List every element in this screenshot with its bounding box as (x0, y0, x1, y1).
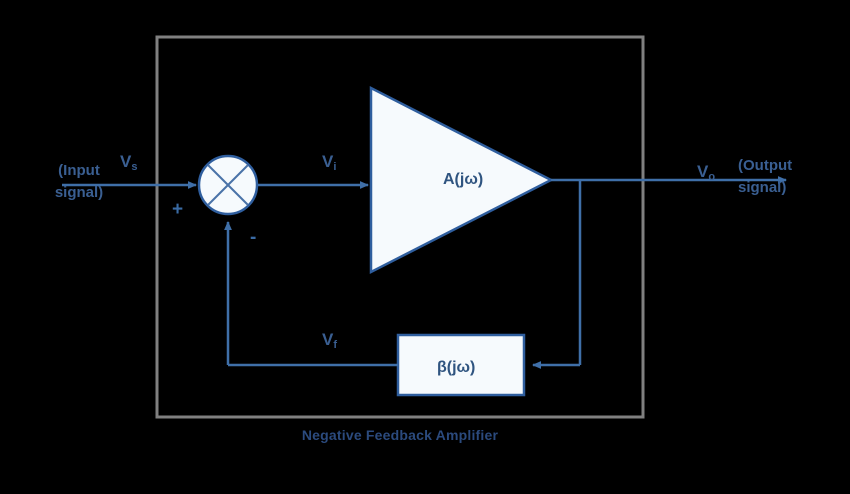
output-signal-note-line2: signal) (738, 178, 787, 196)
summing-positive-sign: + (172, 199, 184, 220)
amplifier-input-voltage-subscript: i (333, 161, 337, 173)
source-voltage-subscript: s (131, 161, 138, 173)
diagram-frame (155, 35, 645, 419)
source-voltage-symbol: V (120, 152, 132, 171)
amplifier-input-voltage-symbol: V (322, 152, 334, 171)
diagram-caption: Negative Feedback Amplifier (301, 427, 499, 443)
amplifier-gain-label: A(jω) (443, 171, 484, 188)
summing-negative-sign: - (250, 227, 257, 248)
feedback-voltage-subscript: f (333, 339, 338, 351)
input-signal-note: (Input signal) (40, 160, 118, 204)
amplifier-triangle (369, 85, 554, 275)
output-voltage-label: Vo (697, 160, 715, 185)
source-voltage-label: Vs (120, 150, 137, 175)
feedback-voltage-label: Vf (322, 328, 337, 353)
input-signal-note-line2: signal) (54, 183, 104, 201)
input-signal-note-line1: (Input (58, 162, 100, 179)
feedback-network-label: β(jω) (437, 359, 476, 376)
amplifier-input-voltage-label: Vi (322, 150, 336, 175)
summing-junction-cross-2 (207, 164, 249, 206)
output-voltage-symbol: V (697, 162, 709, 181)
feedback-voltage-symbol: V (322, 330, 334, 349)
output-signal-note: (Output signal) (738, 155, 792, 199)
output-signal-note-line1: (Output (738, 157, 793, 174)
output-voltage-subscript: o (708, 171, 716, 183)
